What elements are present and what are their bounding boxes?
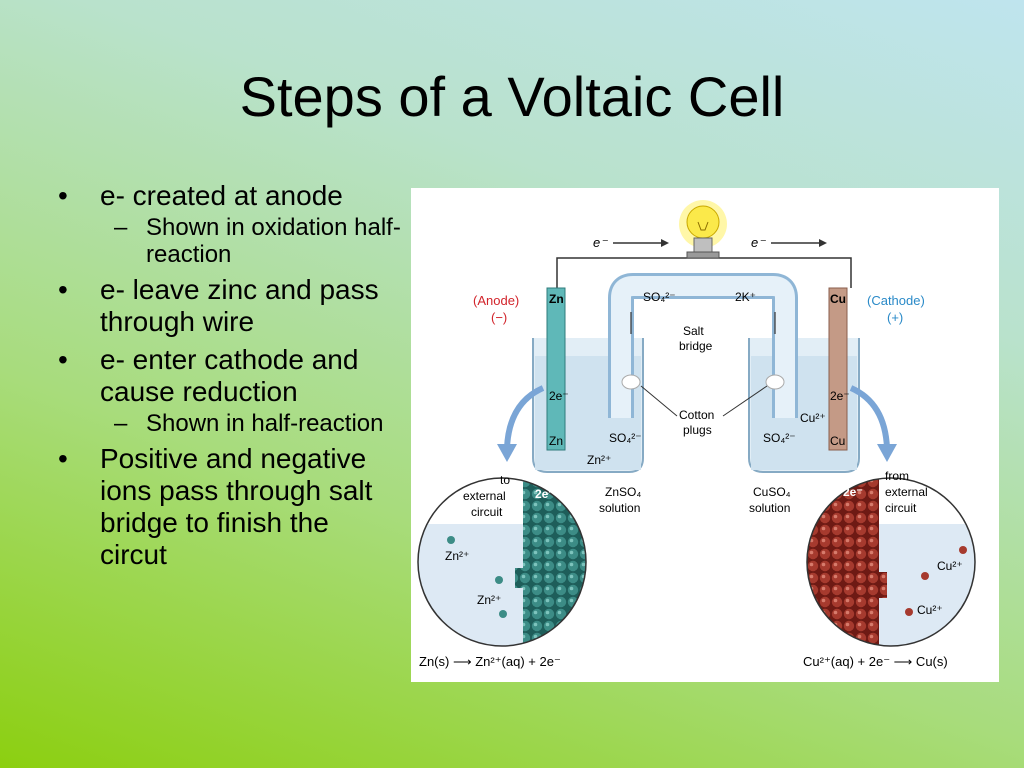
- zinc-ion-dot: [447, 536, 455, 544]
- sub-bullet-item: –Shown in oxidation half-reaction: [100, 214, 403, 268]
- bullet-item: • e- leave zinc and pass through wire: [58, 274, 403, 338]
- bullet-marker: •: [58, 344, 68, 375]
- electron-2e-label: 2e⁻: [535, 487, 555, 501]
- sub-bullet-marker: –: [114, 214, 128, 241]
- pointer-line: [640, 385, 678, 417]
- sulfate-ion-label: SO₄²⁻: [763, 431, 796, 445]
- copper-electrode: [828, 287, 848, 451]
- anode-zoom-circle: [417, 477, 587, 647]
- bullet-marker: •: [58, 180, 68, 211]
- electron-2e-label: 2e⁻: [830, 389, 850, 403]
- from-circuit-label: external: [885, 485, 928, 499]
- copper-ion-dot: [905, 608, 913, 616]
- zinc-ion-label: Zn²⁺: [477, 593, 501, 607]
- bullet-text: e- enter cathode and cause reduction: [100, 344, 359, 407]
- arrowhead: [497, 444, 517, 462]
- zinc-ion-dot: [495, 576, 503, 584]
- bridge-ion-label: SO₄²⁻: [643, 290, 676, 304]
- bullet-text: Positive and negative ions pass through …: [100, 443, 373, 570]
- bullet-text: e- leave zinc and pass through wire: [100, 274, 379, 337]
- light-bulb-icon: [679, 200, 727, 259]
- pointer-line: [722, 385, 768, 417]
- bullet-item: • Positive and negative ions pass throug…: [58, 443, 403, 571]
- from-circuit-label: from: [885, 469, 909, 483]
- slide-title: Steps of a Voltaic Cell: [239, 65, 785, 128]
- arrowhead: [819, 239, 827, 247]
- sub-bullet-item: –Shown in half-reaction: [100, 410, 403, 437]
- zoom-arrow-left: [504, 385, 545, 449]
- arrowhead: [661, 239, 669, 247]
- sub-bullet-text: Shown in oxidation half-reaction: [146, 214, 401, 268]
- zinc-electrode: [546, 287, 566, 451]
- to-circuit-label: circuit: [471, 505, 503, 519]
- salt-bridge: [608, 273, 798, 418]
- copper-ion-dot: [921, 572, 929, 580]
- salt-bridge-label: bridge: [679, 339, 713, 353]
- sub-bullet-text: Shown in half-reaction: [146, 410, 384, 437]
- to-circuit-label: external: [463, 489, 506, 503]
- electron-2e-label: 2e⁻: [549, 389, 569, 403]
- copper-ion-label: Cu²⁺: [917, 603, 943, 617]
- bullet-item: • e- created at anode –Shown in oxidatio…: [58, 180, 403, 268]
- zinc-label: Zn: [549, 292, 564, 306]
- sulfate-ion-label: SO₄²⁻: [609, 431, 642, 445]
- copper-ion-label: Cu²⁺: [937, 559, 963, 573]
- copper-ion-dot: [959, 546, 967, 554]
- bullet-list: • e- created at anode –Shown in oxidatio…: [58, 180, 403, 577]
- anode-sign: (−): [491, 310, 507, 325]
- zinc-ion-label: Zn²⁺: [587, 453, 611, 467]
- solution-label: CuSO₄: [753, 485, 791, 499]
- voltaic-cell-diagram: e⁻ e⁻ Zn Cu (Anode) (−) (Cathode) (+) SO…: [411, 188, 999, 682]
- zinc-ion-dot: [499, 610, 507, 618]
- bridge-ion-label: 2K⁺: [735, 290, 756, 304]
- electron-label: e⁻: [751, 235, 766, 250]
- bullet-marker: •: [58, 443, 68, 474]
- zinc-ion-label: Zn²⁺: [445, 549, 469, 563]
- cotton-plug: [765, 374, 785, 390]
- arrowhead: [877, 444, 897, 462]
- zoom-arrow-right: [849, 385, 890, 449]
- cotton-plug: [621, 374, 641, 390]
- bullet-marker: •: [58, 274, 68, 305]
- zinc-label-bottom: Zn: [549, 434, 563, 448]
- sub-bullet-marker: –: [114, 410, 128, 437]
- copper-ion-label: Cu²⁺: [800, 411, 826, 425]
- solution-label: solution: [749, 501, 790, 515]
- from-circuit-label: circuit: [885, 501, 917, 515]
- anode-label: (Anode): [473, 293, 519, 308]
- electron-label: e⁻: [593, 235, 608, 250]
- bullet-item: • e- enter cathode and cause reduction –…: [58, 344, 403, 437]
- bullet-text: e- created at anode: [100, 180, 343, 211]
- copper-label: Cu: [830, 292, 846, 306]
- solution-label: ZnSO₄: [605, 485, 641, 499]
- reduction-equation: Cu²⁺(aq) + 2e⁻ ⟶ Cu(s): [803, 654, 948, 669]
- cathode-label: (Cathode): [867, 293, 925, 308]
- diagram-svg: e⁻ e⁻ Zn Cu (Anode) (−) (Cathode) (+) SO…: [417, 200, 976, 669]
- cotton-label: Cotton: [679, 408, 714, 422]
- sub-bullet-list: –Shown in half-reaction: [100, 410, 403, 437]
- electron-2e-label: 2e⁻: [843, 485, 863, 499]
- to-circuit-label: to: [500, 473, 510, 487]
- solution-label: solution: [599, 501, 640, 515]
- salt-bridge-label: Salt: [683, 324, 704, 338]
- oxidation-equation: Zn(s) ⟶ Zn²⁺(aq) + 2e⁻: [419, 654, 561, 669]
- cotton-label: plugs: [683, 423, 712, 437]
- copper-label-bottom: Cu: [830, 434, 845, 448]
- sub-bullet-list: –Shown in oxidation half-reaction: [100, 214, 403, 268]
- cathode-sign: (+): [887, 310, 903, 325]
